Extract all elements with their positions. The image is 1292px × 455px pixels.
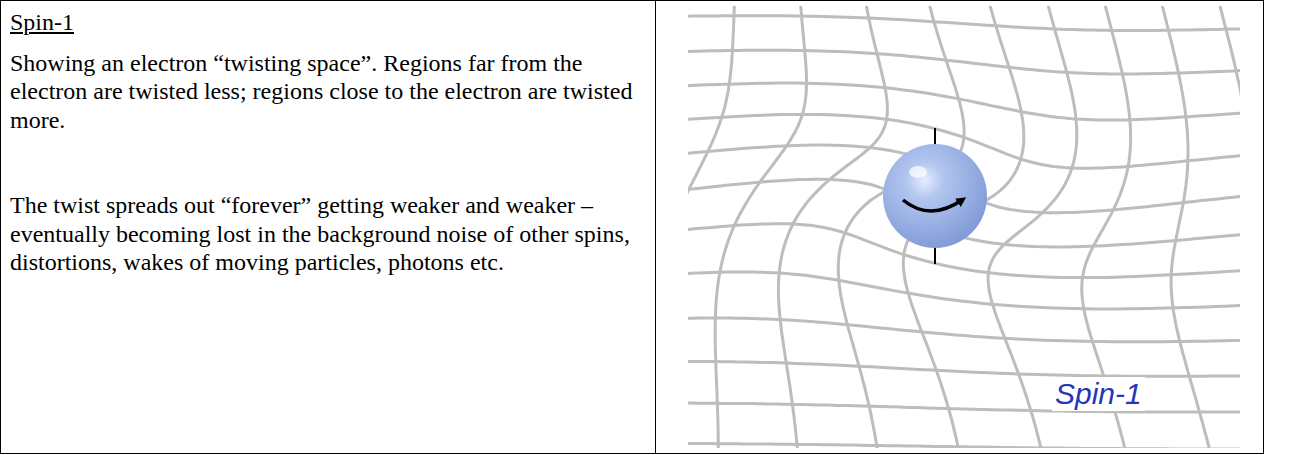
grid-line (688, 318, 1240, 342)
table-border (1263, 0, 1264, 454)
grid-line (688, 444, 1240, 449)
table-border (655, 0, 656, 454)
grid-line (688, 16, 1240, 31)
grid-line (1190, 6, 1240, 448)
description-paragraph: Showing an electron “twisting space”. Re… (10, 49, 642, 135)
description-paragraph: The twist spreads out “forever” getting … (10, 191, 642, 277)
grid-line (688, 362, 1240, 377)
figure-label: Spin-1 (1052, 377, 1145, 411)
spin-arrow (903, 200, 962, 211)
table-border (0, 0, 1264, 1)
text-cell: Spin-1 Showing an electron “twisting spa… (10, 8, 642, 277)
grid-line (1135, 6, 1223, 448)
grid-line (688, 272, 1240, 309)
spin-axis-tick (934, 128, 936, 146)
electron-sphere (883, 144, 987, 248)
table-border (0, 0, 1, 454)
spin-axis-tick (934, 246, 936, 264)
heading: Spin-1 (10, 8, 642, 37)
grid-line (688, 50, 1240, 74)
space-grid (688, 6, 1240, 448)
table-border (0, 453, 1264, 454)
grid-line (688, 403, 1240, 412)
sphere-highlight (909, 166, 927, 178)
grid-line (778, 6, 887, 448)
